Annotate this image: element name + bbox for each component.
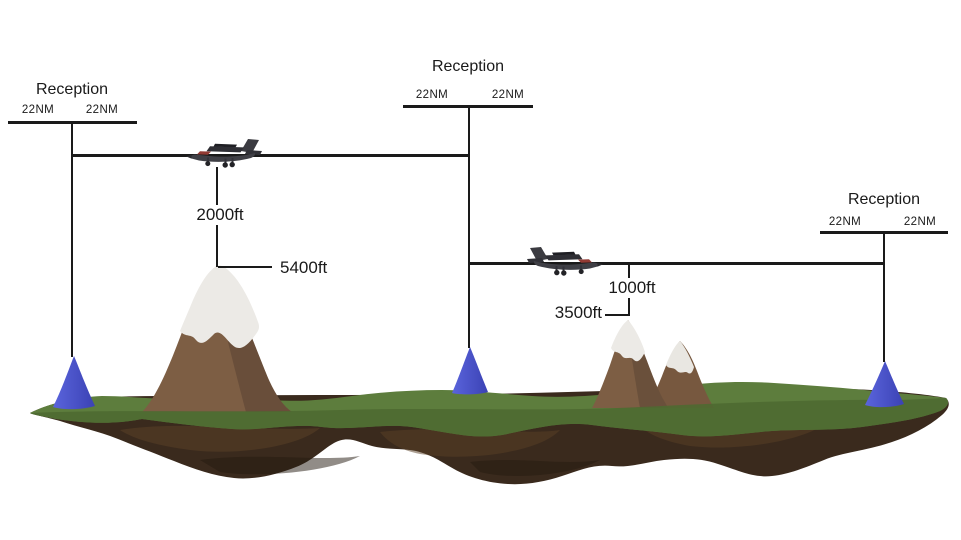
range-label-right-west: 22NM: [828, 216, 862, 228]
elevation-label-mountain2: 3500ft: [554, 303, 602, 322]
snow-cap-twin-main: [611, 320, 645, 362]
vor-feeder-line-right: [883, 234, 886, 362]
rock-highlight: [380, 429, 560, 457]
clearance-label-plane2: 1000ft: [598, 278, 666, 298]
reception-label-right: Reception: [847, 191, 921, 208]
range-label-middle-west: 22NM: [415, 89, 449, 101]
mountain-twin-secondary: [646, 341, 714, 408]
rock-highlight: [120, 425, 320, 452]
range-label-right-east: 22NM: [903, 216, 937, 228]
range-label-left-east: 22NM: [85, 104, 119, 116]
clearance-label-plane1: 2000ft: [186, 205, 254, 225]
elevation-tick-mountain1: [218, 266, 272, 269]
range-label-left-west: 22NM: [21, 104, 55, 116]
vor-cone-right: [865, 361, 904, 408]
vor-cone-middle: [452, 347, 488, 395]
rock-shadow: [470, 460, 600, 476]
vor-feeder-line-left: [71, 124, 74, 357]
flight-altitude-line-1: [72, 154, 470, 157]
elevation-label-mountain1: 5400ft: [280, 258, 328, 277]
reception-label-left: Reception: [35, 81, 109, 98]
reception-range-bar-left: [8, 121, 137, 124]
range-label-middle-east: 22NM: [491, 89, 525, 101]
elevation-tick-mountain2: [605, 314, 630, 317]
reception-label-middle: Reception: [431, 58, 505, 75]
snow-cap-large: [180, 265, 260, 348]
rock-shadow: [200, 456, 360, 475]
grass-front-shadow: [30, 398, 948, 437]
reception-range-bar-right: [820, 231, 948, 234]
flight-altitude-line-2: [470, 262, 884, 265]
vor-feeder-line-middle: [468, 108, 471, 348]
reception-range-bar-middle: [403, 105, 533, 108]
vor-cone-left: [53, 356, 95, 410]
snow-cap-twin-secondary: [666, 341, 694, 374]
